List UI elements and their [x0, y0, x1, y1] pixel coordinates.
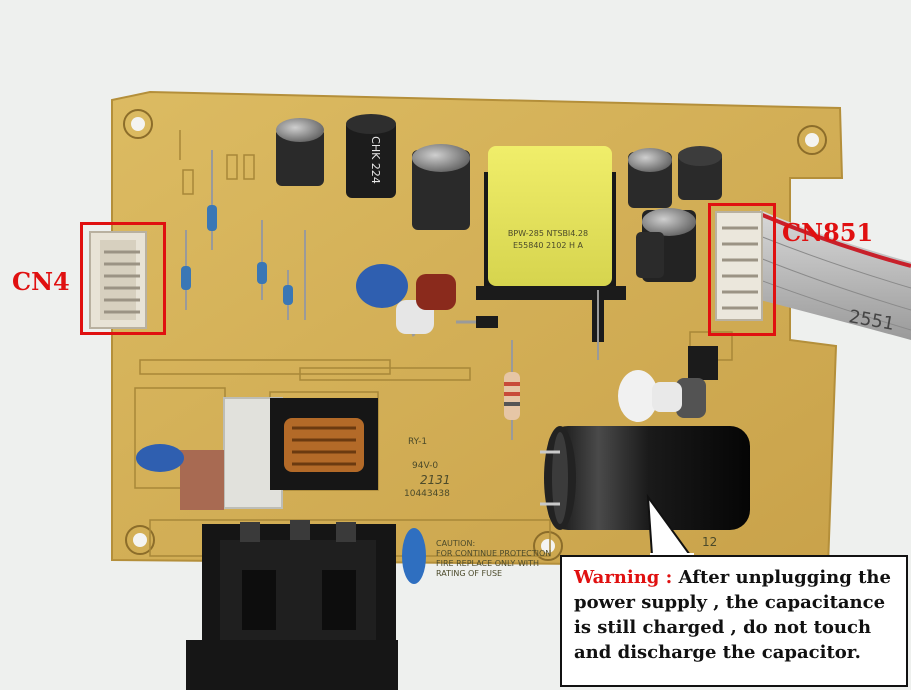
ac-inlet — [186, 520, 398, 690]
caution-line-3: RATING OF FUSE — [436, 569, 502, 578]
cn4-connector — [89, 231, 147, 329]
warning-lead: Warning : — [574, 567, 673, 588]
mounting-holes — [123, 109, 827, 561]
cn851-connector: 2551 — [715, 210, 911, 340]
transformer: BPW-285 NTSBI4.28 E55840 2102 H A — [476, 146, 626, 300]
transformer-marking-1: BPW-285 NTSBI4.28 — [508, 229, 588, 238]
caution-line-2: FIRE REPLACE ONLY WITH — [436, 559, 539, 568]
cn851-highlight-box — [708, 203, 776, 336]
relay-marking-2: 94V-0 — [412, 461, 438, 471]
emi-filter — [136, 397, 378, 510]
cn4-label: CN4 — [12, 267, 70, 296]
y-capacitor — [402, 528, 426, 584]
board-markings: RY-1 94V-0 2131 10443438 CAUTION: FOR CO… — [404, 437, 717, 578]
relay-date: 2131 — [420, 473, 451, 487]
cn4-highlight-box — [80, 222, 166, 335]
cn851-label: CN851 — [782, 218, 874, 247]
caution-title: CAUTION: — [436, 539, 475, 548]
power-resistor — [504, 340, 520, 440]
transformer-marking-2: E55840 2102 H A — [513, 241, 584, 250]
warning-text: After unplugging the power supply , the … — [574, 567, 891, 663]
bulk-capacitor — [540, 426, 750, 530]
caution-line-1: FOR CONTINUE PROTECTION — [436, 549, 551, 558]
ceramic-capacitors — [356, 264, 718, 422]
warning-callout: Warning : After unplugging the power sup… — [560, 555, 908, 687]
small-capacitors: CHK 224 — [276, 114, 722, 282]
cap-chk-marking: CHK 224 — [369, 136, 382, 184]
board-corner-number: 12 — [702, 535, 717, 549]
relay-marking-1: RY-1 — [408, 437, 427, 447]
board-code: 10443438 — [404, 489, 450, 499]
resistors — [179, 130, 306, 320]
